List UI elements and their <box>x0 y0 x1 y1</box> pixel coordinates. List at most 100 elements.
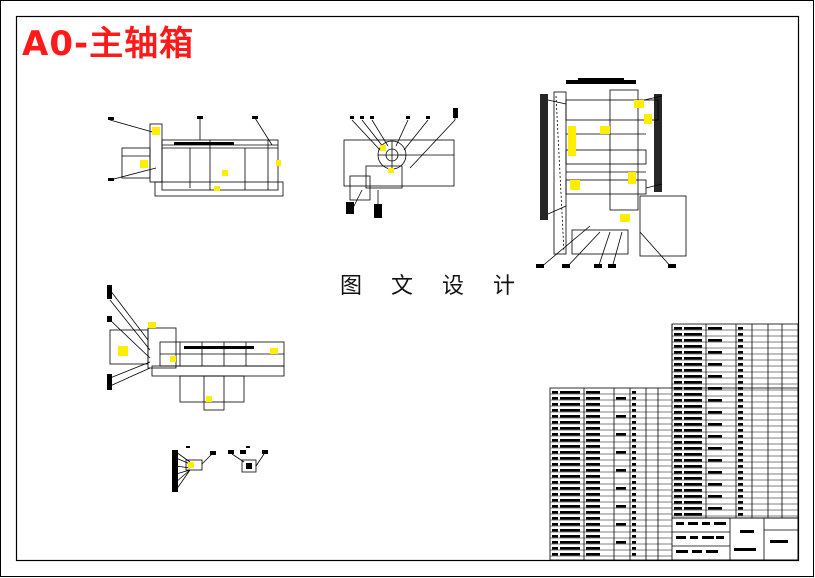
table-cell-text-block <box>708 507 722 510</box>
table-cell-text-block <box>684 345 702 348</box>
table-cell-text-block <box>674 351 682 354</box>
table-cell-text-block <box>738 381 743 384</box>
table-cell-text-block <box>586 499 600 502</box>
table-cell-text-block <box>616 451 626 454</box>
table-cell-text-block <box>738 501 743 504</box>
table-cell-text-block <box>552 445 558 448</box>
table-cell-text-block <box>632 397 636 400</box>
table-cell-text-block <box>708 483 722 486</box>
table-cell-text-block <box>586 493 600 496</box>
table-cell-text-block <box>552 391 558 394</box>
table-cell-text-block <box>740 530 754 533</box>
table-cell-text-block <box>684 489 702 492</box>
table-cell-text-block <box>552 553 558 556</box>
table-cell-text-block <box>616 505 626 508</box>
section-b-view <box>228 446 268 473</box>
table-cell-text-block <box>684 333 702 336</box>
table-cell-text-block <box>586 511 600 514</box>
table-cell-text-block <box>708 423 722 426</box>
table-cell-text-block <box>552 469 558 472</box>
table-cell-text-block <box>586 547 600 550</box>
table-cell-text-block <box>738 441 743 444</box>
table-cell-text-block <box>632 535 636 538</box>
table-cell-text-block <box>586 523 600 526</box>
table-cell-text-block <box>674 393 682 396</box>
table-cell-text-block <box>560 499 580 502</box>
table-cell-text-block <box>560 451 580 454</box>
table-cell-text-block <box>738 327 743 330</box>
table-cell-text-block <box>586 529 600 532</box>
table-cell-text-block <box>708 459 722 462</box>
table-cell-text-block <box>616 541 626 544</box>
table-cell-text-block <box>674 381 682 384</box>
table-cell-text-block <box>706 550 718 553</box>
table-cell-text-block <box>684 441 702 444</box>
table-cell-text-block <box>738 339 743 342</box>
table-cell-text-block <box>684 411 702 414</box>
table-cell-text-block <box>632 469 636 472</box>
table-cell-text-block <box>560 409 580 412</box>
parts-list-rows <box>550 327 798 557</box>
table-cell-text-block <box>560 541 580 544</box>
table-cell-text-block <box>552 415 558 418</box>
table-cell-text-block <box>684 399 702 402</box>
table-cell-text-block <box>674 459 682 462</box>
table-cell-text-block <box>738 369 743 372</box>
table-cell-text-block <box>708 363 722 366</box>
table-cell-text-block <box>674 477 682 480</box>
table-cell-text-block <box>684 459 702 462</box>
table-cell-text-block <box>586 427 600 430</box>
table-cell-text-block <box>708 387 722 390</box>
table-cell-text-block <box>674 369 682 372</box>
table-cell-text-block <box>586 451 600 454</box>
table-cell-text-block <box>690 536 698 539</box>
table-cell-text-block <box>684 357 702 360</box>
table-cell-text-block <box>616 397 626 400</box>
table-cell-text-block <box>738 417 743 420</box>
table-cell-text-block <box>738 363 743 366</box>
table-cell-text-block <box>738 423 743 426</box>
table-cell-text-block <box>586 409 600 412</box>
table-cell-text-block <box>552 511 558 514</box>
table-cell-text-block <box>688 522 698 525</box>
table-cell-text-block <box>674 387 682 390</box>
table-cell-text-block <box>586 469 600 472</box>
table-cell-text-block <box>738 387 743 390</box>
table-cell-text-block <box>552 409 558 412</box>
table-cell-text-block <box>684 327 702 330</box>
table-cell-text-block <box>586 433 600 436</box>
table-cell-text-block <box>738 435 743 438</box>
table-cell-text-block <box>684 507 702 510</box>
table-cell-text-block <box>738 513 743 516</box>
table-cell-text-block <box>560 475 580 478</box>
table-cell-text-block <box>674 357 682 360</box>
table-cell-text-block <box>560 433 580 436</box>
table-cell-text-block <box>586 397 600 400</box>
table-cell-text-block <box>552 499 558 502</box>
table-cell-text-block <box>632 409 636 412</box>
table-cell-text-block <box>560 391 580 394</box>
table-cell-text-block <box>552 421 558 424</box>
table-cell-text-block <box>586 517 600 520</box>
table-cell-text-block <box>616 415 626 418</box>
table-cell-text-block <box>632 427 636 430</box>
table-cell-text-block <box>674 489 682 492</box>
table-cell-text-block <box>684 339 702 342</box>
table-cell-text-block <box>738 465 743 468</box>
table-cell-text-block <box>586 535 600 538</box>
watermark-text: 图 文 设 计 <box>340 274 526 299</box>
table-cell-text-block <box>716 536 724 539</box>
sheet-inner-border <box>15 15 800 562</box>
table-cell-text-block <box>674 429 682 432</box>
table-cell-text-block <box>674 495 682 498</box>
table-cell-text-block <box>674 441 682 444</box>
table-cell-text-block <box>632 505 636 508</box>
table-cell-text-block <box>560 427 580 430</box>
table-cell-text-block <box>632 439 636 442</box>
table-cell-text-block <box>632 415 636 418</box>
table-cell-text-block <box>586 391 600 394</box>
table-cell-text-block <box>586 457 600 460</box>
table-cell-text-block <box>738 507 743 510</box>
